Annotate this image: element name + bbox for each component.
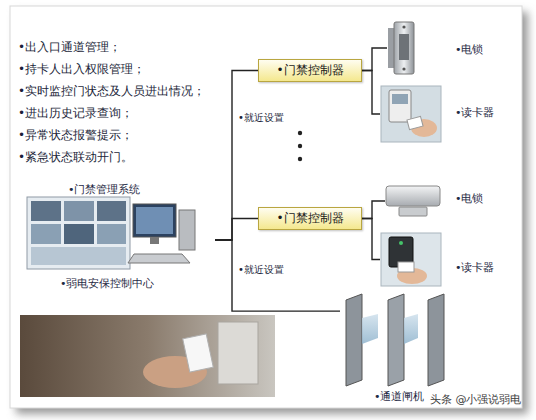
electric-lock [394,22,414,74]
controller-box: •门禁控制器 [258,59,362,82]
screw [402,67,405,70]
feature-item: •进出历史记录查询； [18,106,133,120]
keyboard [128,254,190,263]
magnetic-lock [386,186,440,206]
node-label: •通道闸机 [374,389,425,404]
node-label: •门禁控制器 [276,62,343,79]
turnstile-post [428,294,444,386]
card-frame [10,6,522,408]
device-node: •电锁 [385,183,440,219]
card [407,116,423,129]
watermark: 头条 @小强说弱电 [430,393,522,406]
wire [362,48,387,71]
card-reader [389,90,411,122]
controller-box: •门禁控制器 [258,207,362,230]
photo-reader [218,322,258,384]
video-window [97,224,126,244]
wire [362,201,385,219]
wire [215,71,258,241]
photo-card [183,334,214,372]
video-window [31,247,126,265]
wire [362,219,380,260]
wire [215,219,258,241]
node-label: •读卡器 [455,105,495,120]
turnstile-post [388,294,404,386]
armature-plate [399,207,427,216]
node-label: •门禁控制器 [276,210,343,227]
pc-tower [179,210,195,250]
device-node: •读卡器 [380,85,442,143]
video-window [31,201,61,221]
ellipsis-dot [298,157,302,161]
device-node: •门禁管理系统 •弱电安保控制中心 [20,180,215,292]
device-node: •通道闸机 [340,290,448,386]
turnstile-post [346,294,362,386]
node-label: •读卡器 [455,260,495,275]
lock-latch [399,34,409,60]
video-window [64,224,94,244]
turnstile-wing [404,314,418,344]
screw [402,25,405,28]
turnstile-wing [362,314,378,344]
wire [362,71,380,115]
video-window [64,201,94,221]
screen-panel [27,197,130,269]
monitor-stand [150,237,159,244]
node-label: •电锁 [455,191,484,206]
reader-display [392,94,408,104]
video-window [31,224,61,244]
reader-led [399,241,403,245]
wire [215,240,340,311]
device-node: •读卡器 [380,232,442,287]
access-photo [20,315,275,397]
note-label: •就近设置 [238,264,284,276]
note-label: •就近设置 [238,112,284,124]
feature-item: •紧急状态联动开门。 [18,150,133,164]
device-node: •电锁 [387,22,417,74]
feature-item: •出入口通道管理； [18,40,121,54]
feature-item: •异常状态报警提示； [18,128,133,142]
monitor-screen [136,207,173,234]
ellipsis-dot [298,131,302,135]
monitor [133,204,176,237]
door-panel [381,86,441,142]
door-panel [381,233,441,286]
feature-item: •实时监控门状态及人员进出情况； [18,84,205,98]
node-label: •弱电安保控制中心 [60,276,155,291]
card [398,262,414,272]
node-label: •门禁管理系统 [68,182,141,197]
feature-item: •持卡人出入权限管理； [18,62,145,76]
node-label: •电锁 [455,42,484,57]
ellipsis-dot [298,144,302,148]
video-window [97,201,126,221]
